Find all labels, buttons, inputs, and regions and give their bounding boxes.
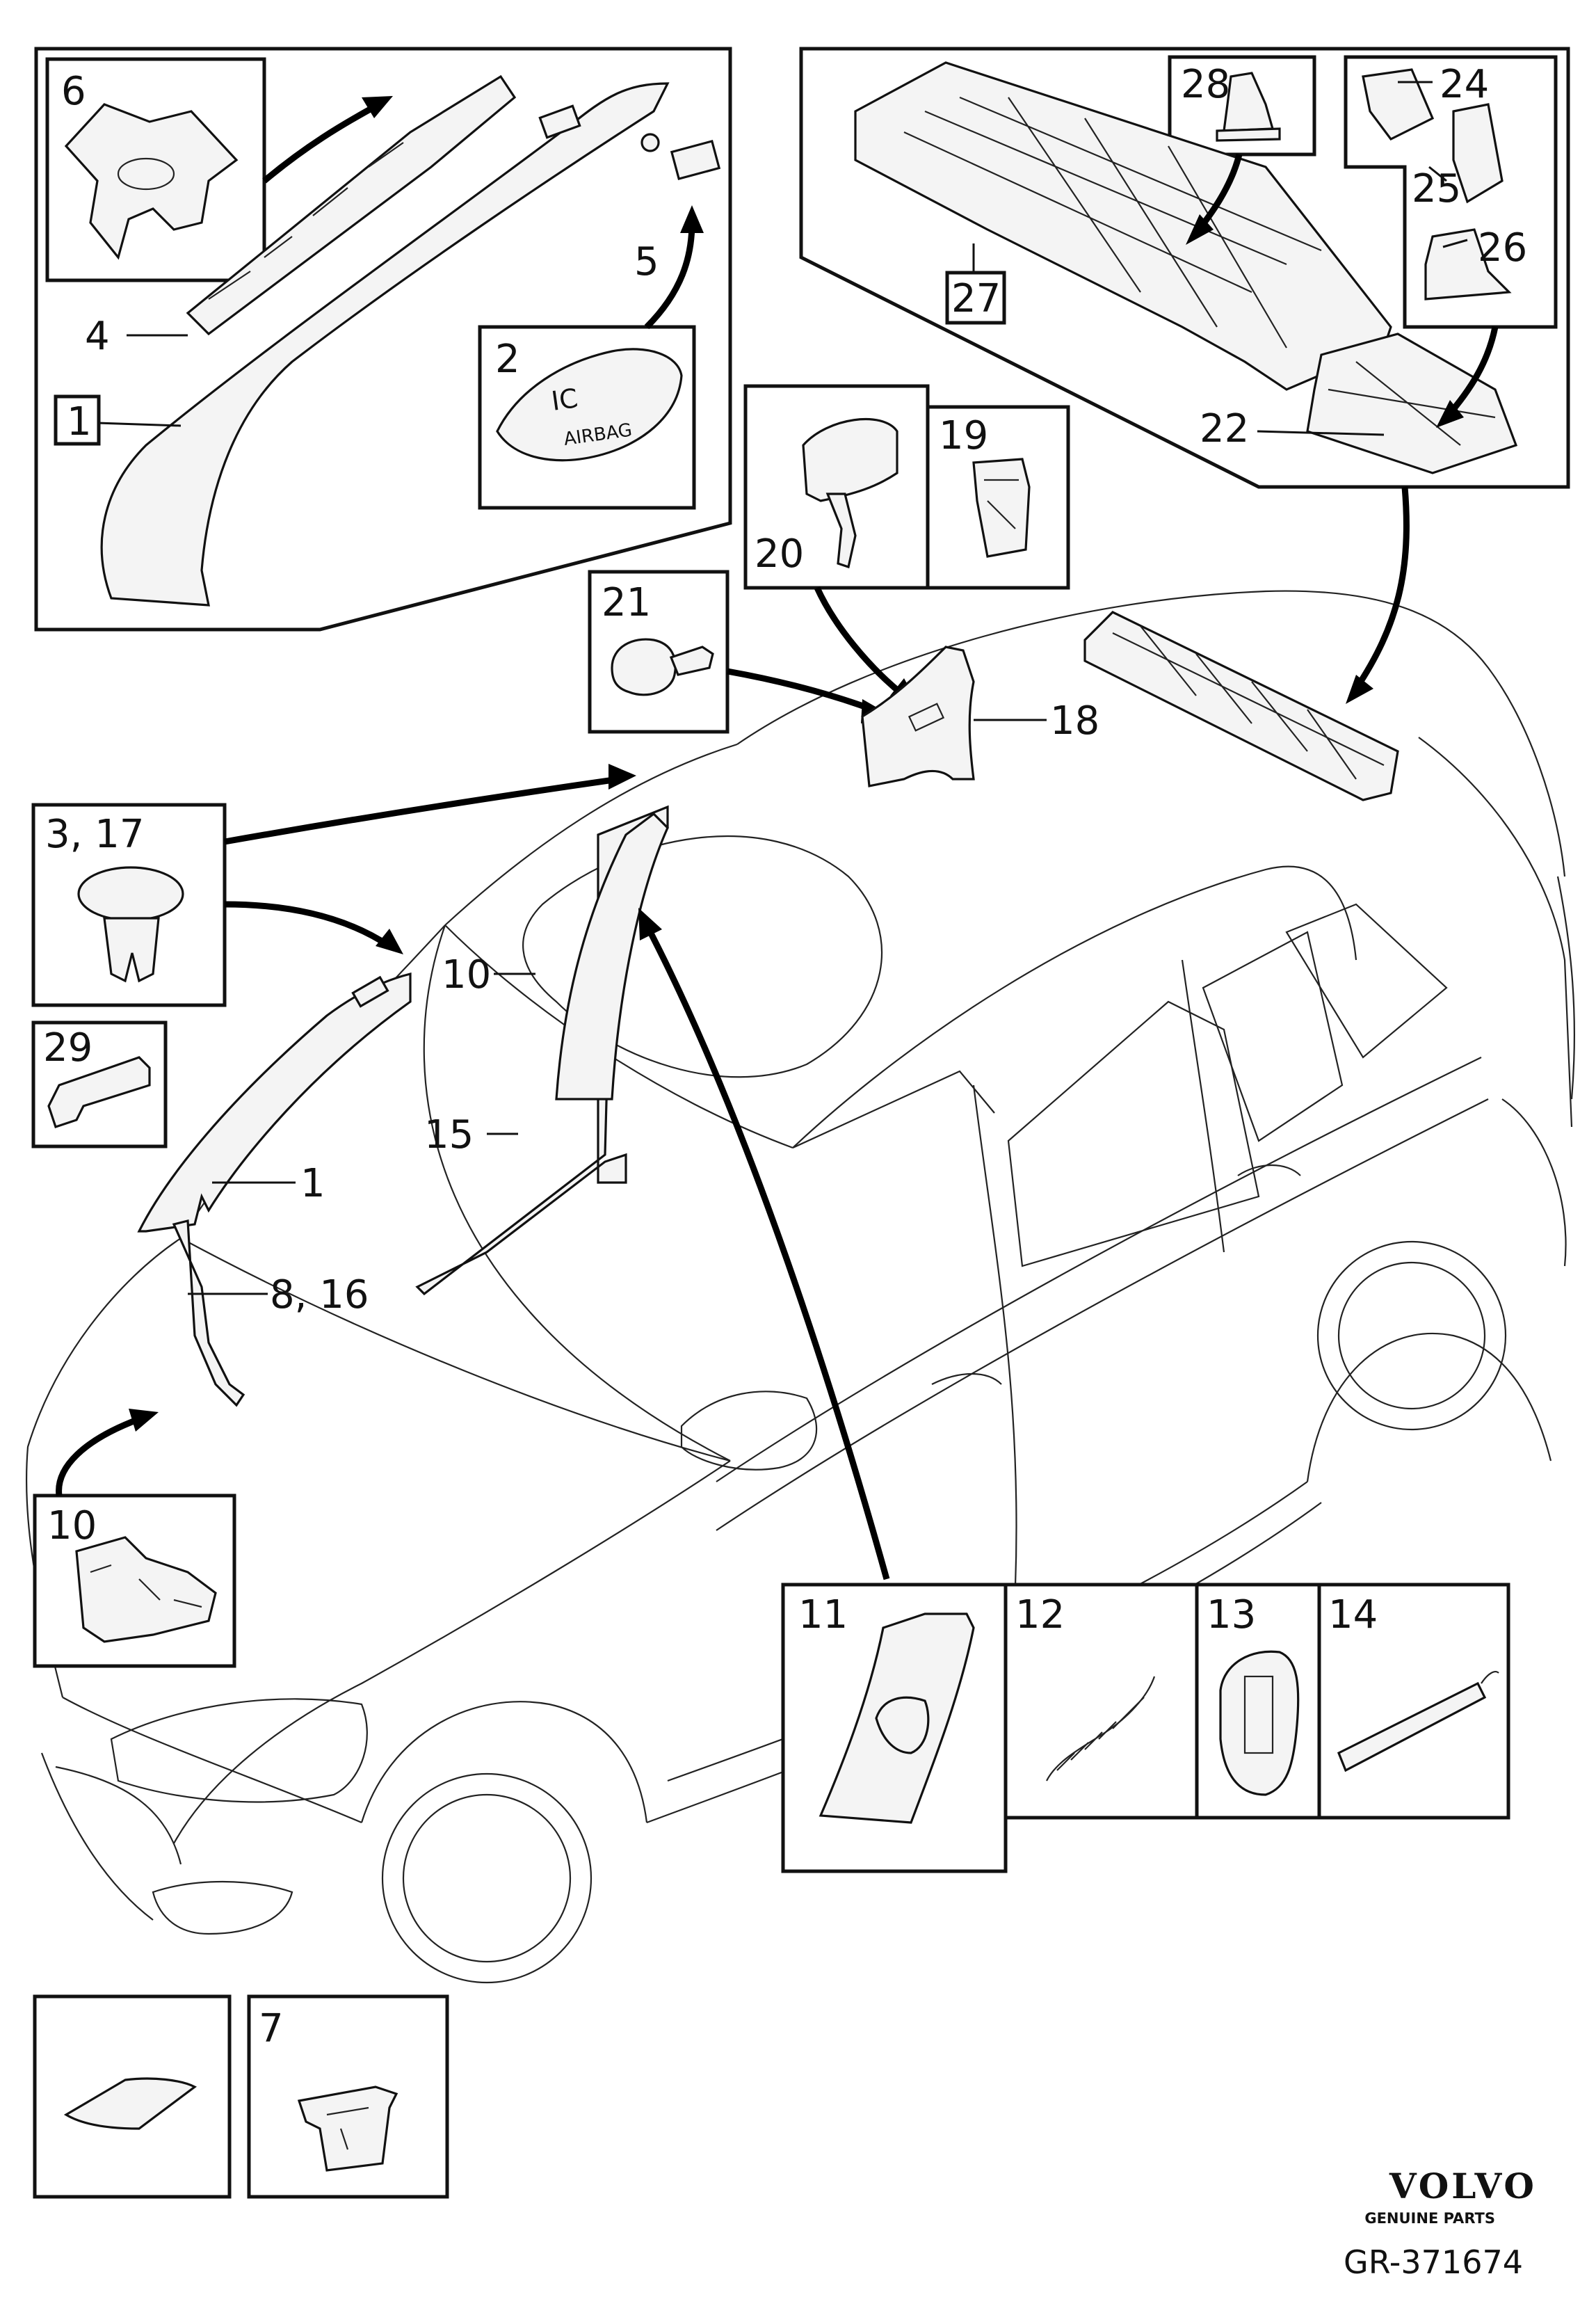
panel-clip-8-16	[247, 1994, 449, 2199]
callout-20: 20	[755, 531, 804, 577]
callout-23: 24	[1440, 62, 1489, 107]
callout-24: 25	[1412, 166, 1461, 211]
callout-6: 6	[61, 69, 86, 114]
a-pillar-trim-1	[137, 972, 412, 1233]
panel-clip-28	[31, 1020, 168, 1148]
callout-1: 1	[67, 399, 92, 445]
panel-bolt	[588, 570, 890, 734]
callout-2: 2	[495, 337, 520, 382]
rear-roof-panel-on-car	[1083, 486, 1410, 801]
callout-22: 22	[1200, 406, 1249, 451]
panel-grab-handle	[743, 384, 1070, 706]
callout-8-16: 7	[259, 2006, 284, 2051]
callout-19: 19	[939, 413, 988, 458]
callout-26: 27	[951, 276, 1001, 321]
callout-21: 21	[602, 580, 651, 625]
callout-10: 10	[442, 952, 491, 998]
callout-labels: 6 4 1 2 5 28 24 25 26 27 22 20 19 21 18 …	[43, 62, 1527, 2051]
panel-grab-handle-parts	[781, 1583, 1510, 1873]
callout-11: 11	[798, 1592, 848, 1638]
callout-25: 26	[1478, 225, 1527, 271]
panel-rear-roof	[799, 47, 1570, 489]
callout-27: 28	[1181, 62, 1230, 107]
callout-4: 4	[85, 314, 110, 359]
b-pillar-trim-15-10	[415, 805, 890, 1580]
drawing-code: GR-371674	[1344, 2243, 1523, 2281]
volvo-brand-block: VOLVO GENUINE PARTS GR-371674	[1344, 2165, 1537, 2281]
callout-18: 18	[1050, 698, 1099, 744]
panel-clip-9	[33, 1409, 236, 1668]
panel-clip-3-17	[31, 764, 636, 1007]
genuine-parts-text: GENUINE PARTS	[1364, 2210, 1495, 2227]
callout-7: 8, 16	[270, 1272, 369, 1318]
callout-28: 29	[43, 1025, 92, 1071]
callout-13: 13	[1207, 1592, 1256, 1638]
callout-5: 5	[634, 239, 659, 285]
airbag-badge-logo: IC	[549, 383, 580, 417]
callout-9: 10	[47, 1503, 97, 1548]
c-pillar-trim-18	[861, 646, 1047, 787]
callout-1-on-car: 1	[300, 1161, 325, 1206]
panel-roof-rail: IC AIRBAG	[34, 47, 732, 632]
callout-14: 14	[1328, 1592, 1378, 1638]
volvo-logo-text: VOLVO	[1389, 2165, 1537, 2207]
callout-12: 12	[1015, 1592, 1065, 1638]
callout-3-17: 3, 17	[45, 812, 145, 857]
callout-15: 15	[424, 1112, 474, 1158]
windshield-pillar-7	[172, 1219, 268, 1407]
panel-tape-29	[33, 1994, 232, 2199]
